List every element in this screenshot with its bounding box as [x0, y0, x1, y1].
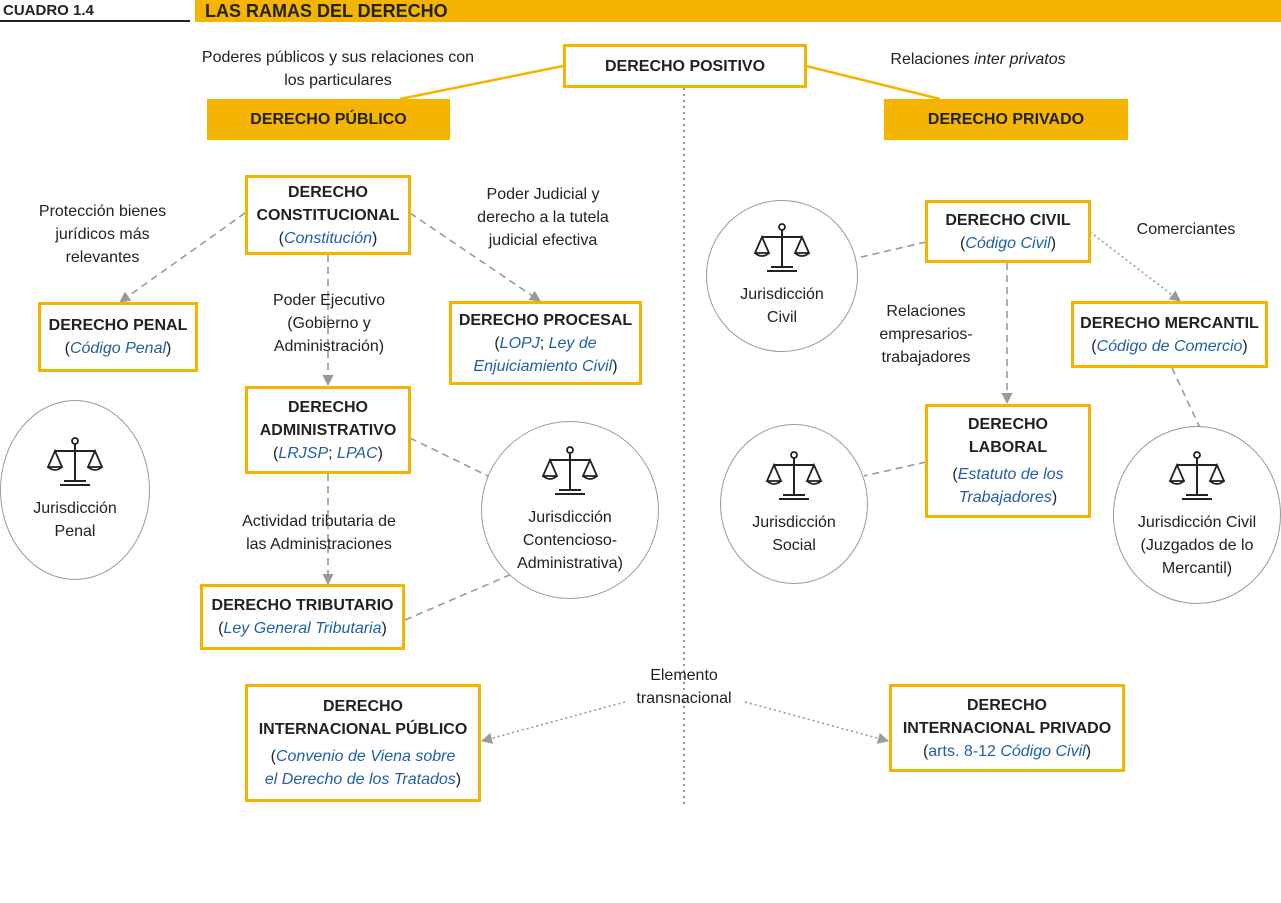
line-const-procesal — [409, 212, 541, 302]
line-positivo-privado — [805, 64, 941, 101]
jurisdiccion-social: Jurisdicción Social — [720, 424, 868, 584]
line-admin-contencioso — [409, 437, 489, 477]
figure-title: LAS RAMAS DEL DERECHO — [205, 1, 448, 21]
scales-of-justice-icon — [46, 437, 104, 486]
node-derecho-civil: DERECHO CIVIL (Código Civil) — [925, 200, 1091, 263]
node-derecho-internacional-publico: DERECHO INTERNACIONAL PÚBLICO (Convenio … — [245, 684, 481, 802]
node-derecho-positivo: DERECHO POSITIVO — [563, 44, 807, 88]
node-title: DERECHO POSITIVO — [604, 57, 766, 75]
node-title: DERECHO PRIVADO — [927, 110, 1085, 128]
scales-of-justice-icon — [1168, 450, 1226, 500]
node-derecho-constitucional: DERECHO CONSTITUCIONAL (Constitución) — [245, 175, 411, 255]
header-bar: LAS RAMAS DEL DERECHO — [195, 0, 1281, 22]
line-trans-intprivado — [744, 701, 890, 744]
line-mercantil-jmercantil — [1171, 367, 1201, 429]
node-derecho-publico: DERECHO PÚBLICO — [207, 99, 450, 140]
node-derecho-internacional-privado: DERECHO INTERNACIONAL PRIVADO (arts. 8-1… — [889, 684, 1125, 772]
jurisdiccion-civil: Jurisdicción Civil — [706, 200, 858, 352]
line-civil-jcivil — [856, 241, 927, 259]
line-const-penal — [119, 212, 246, 303]
figure-code: CUADRO 1.4 — [0, 0, 190, 22]
line-trans-intpublico — [480, 701, 626, 744]
node-derecho-penal: DERECHO PENAL (Código Penal) — [38, 302, 198, 372]
node-title: DERECHO PÚBLICO — [250, 110, 407, 128]
label-comerciantes: Comerciantes — [1136, 221, 1236, 238]
scales-of-justice-icon — [765, 451, 823, 500]
node-derecho-tributario: DERECHO TRIBUTARIO (Ley General Tributar… — [200, 584, 405, 650]
node-derecho-administrativo: DERECHO ADMINISTRATIVO (LRJSP; LPAC) — [245, 386, 411, 474]
node-derecho-laboral: DERECHO LABORAL (Estatuto de los Trabaja… — [925, 404, 1091, 518]
line-positivo-publico — [399, 64, 564, 101]
label-relaciones: Relaciones inter privatos — [890, 51, 1066, 68]
scales-of-justice-icon — [753, 223, 811, 272]
line-laboral-jsocial — [863, 461, 927, 477]
jurisdiccion-penal: Jurisdicción Penal — [0, 400, 150, 580]
node-derecho-privado: DERECHO PRIVADO — [884, 99, 1128, 140]
node-derecho-mercantil: DERECHO MERCANTIL (Código de Comercio) — [1071, 301, 1268, 368]
line-tributario-contencioso — [404, 573, 513, 621]
line-civil-mercantil — [1089, 231, 1181, 302]
scales-of-justice-icon — [541, 445, 599, 495]
node-derecho-procesal: DERECHO PROCESAL (LOPJ; Ley de Enjuiciam… — [449, 301, 642, 385]
jurisdiccion-civil-mercantil: Jurisdicción Civil (Juzgados de lo Merca… — [1113, 426, 1281, 604]
jurisdiccion-contencioso-administrativa: Jurisdicción Contencioso- Administrativa… — [481, 421, 659, 599]
